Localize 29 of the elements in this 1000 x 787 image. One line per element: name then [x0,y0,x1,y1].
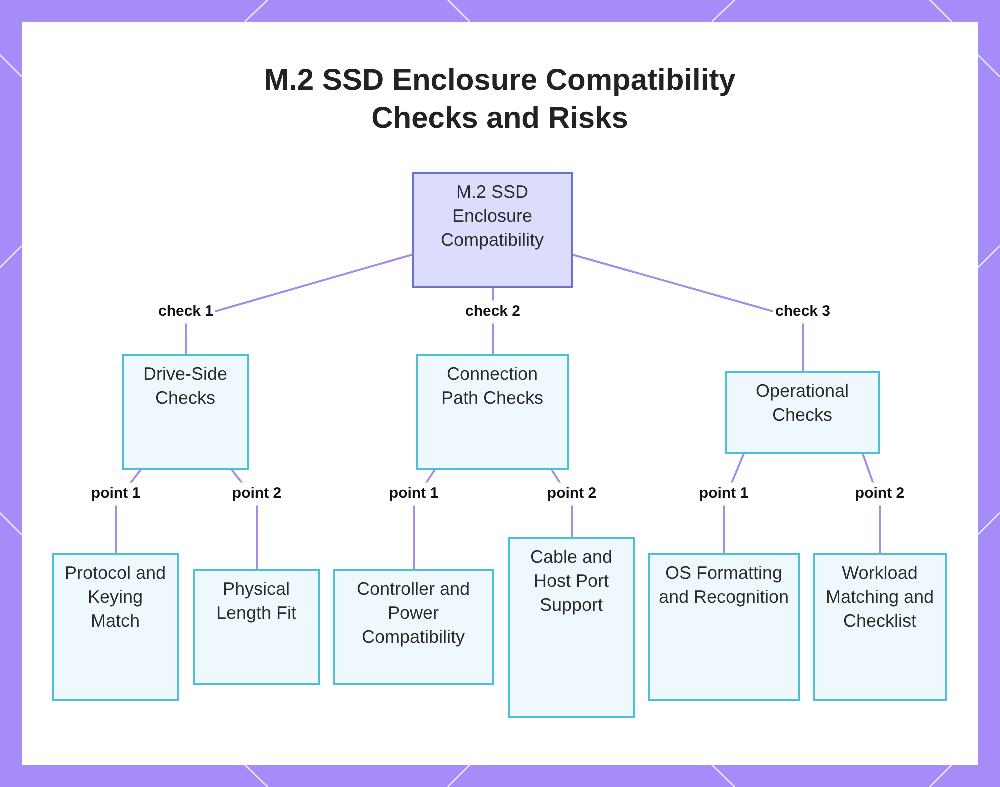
box-text: Protocol and Keying Match [64,562,168,633]
box-text: Drive-Side Checks [142,363,229,410]
title: M.2 SSD Enclosure Compatibility Checks and Risks [263,63,737,137]
process-box [52,553,179,701]
process-box [508,537,635,718]
box-text: Cable and Host Port Support [529,546,614,617]
process-box [725,371,880,454]
edge-label: point 2 [545,482,599,506]
edge-label: check 2 [463,300,523,324]
process-box [813,553,947,701]
box-text: Operational Checks [754,380,850,427]
box-text: OS Formatting and Recognition [658,562,790,609]
process-box [193,569,320,685]
edge-label: point 2 [230,482,284,506]
box-text: M.2 SSD Enclosure Compatibility [440,181,546,252]
process-box [648,553,800,701]
edge-label: point 1 [697,482,751,506]
edge-label: point 1 [387,482,441,506]
process-box [122,354,249,470]
box-text: Connection Path Checks [440,363,545,410]
edge-label: point 2 [853,482,907,506]
root-box [412,172,573,288]
box-text: Controller and Power Compatibility [356,578,472,649]
connector-line [572,254,804,371]
process-box [416,354,569,470]
box-text: Workload Matching and Checklist [824,562,936,633]
box-text: Physical Length Fit [215,578,298,625]
edge-label: point 1 [89,482,143,506]
process-box [333,569,494,685]
